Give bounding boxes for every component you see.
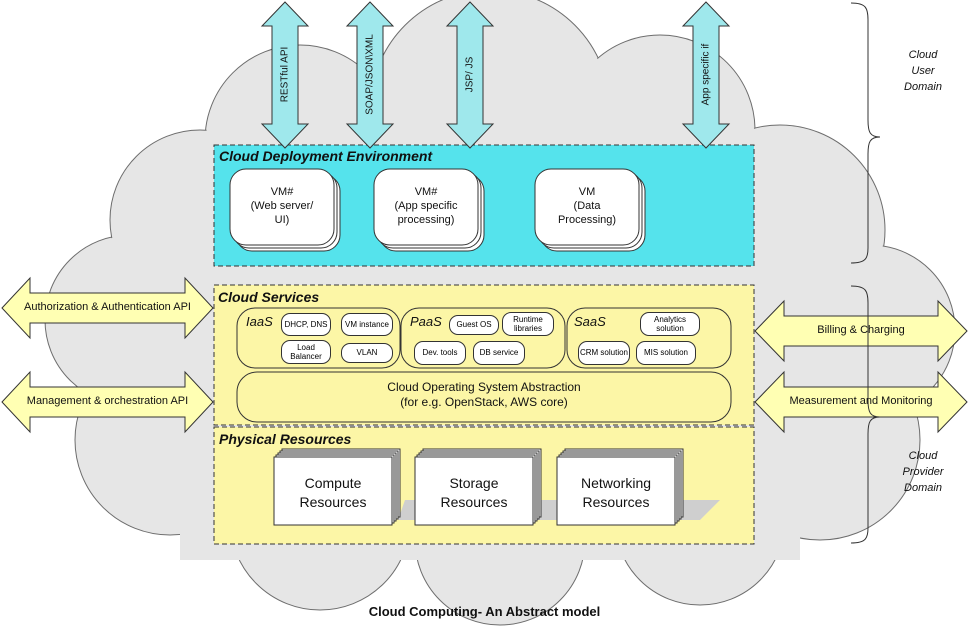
physical-title: Physical Resources (219, 431, 352, 447)
storage-stack (414, 448, 542, 526)
runtime-libraries-pill: Runtime libraries (502, 312, 554, 336)
right-arrows (754, 299, 968, 434)
jsp-js-label: JSP/ JS (464, 56, 476, 93)
vm-instance-pill: VM instance (341, 313, 393, 336)
provider-domain-brace (850, 285, 881, 544)
db-service-pill: DB service (473, 341, 525, 365)
networking-stack (556, 448, 684, 526)
dhcp-dns-pill: DHCP, DNS (281, 313, 331, 336)
left-arrows (1, 276, 214, 434)
monitoring-arrow (754, 370, 968, 434)
user-domain-brace (850, 2, 881, 264)
billing-arrow (754, 299, 968, 363)
load-balancer-pill: Load Balancer (281, 340, 331, 364)
auth-api-label: Authorization & Authentication API (24, 301, 191, 313)
os-abstraction-label: Cloud Operating System Abstraction(for e… (387, 380, 581, 409)
vm-box-3 (534, 168, 646, 252)
top-arrows (260, 1, 731, 149)
soap-json-arrow (345, 1, 395, 149)
diagram-caption: Cloud Computing- An Abstract model (368, 604, 601, 619)
soap-json-label: SOAP/JSON\XML (364, 34, 376, 115)
jsp-js-arrow (445, 1, 495, 149)
vlan-pill: VLAN (341, 343, 393, 363)
billing-label: Billing & Charging (817, 324, 905, 336)
app-specific-arrow (681, 1, 731, 149)
restful-api-arrow (260, 1, 310, 149)
vm-label-1: VM#(Web server/UI) (250, 186, 314, 226)
guest-os-pill: Guest OS (449, 315, 499, 335)
mgmt-api-arrow (1, 370, 214, 434)
analytics-pill: Analytics solution (640, 312, 700, 336)
monitoring-label: Measurement and Monitoring (789, 395, 933, 407)
saas-label: SaaS (574, 314, 606, 329)
deployment-title: Cloud Deployment Environment (219, 148, 433, 164)
iaas-label: IaaS (246, 314, 273, 329)
restful-api-label: RESTful API (279, 46, 291, 103)
auth-api-arrow (1, 276, 214, 340)
mgmt-api-label: Management & orchestration API (26, 395, 189, 407)
vm-box-2 (373, 168, 485, 252)
compute-stack (273, 448, 401, 526)
crm-pill: CRM solution (578, 341, 630, 365)
services-title: Cloud Services (218, 289, 320, 305)
dev-tools-pill: Dev. tools (414, 341, 466, 365)
app-specific-label: App specific if (700, 43, 712, 106)
os-abstraction-box (236, 371, 732, 423)
paas-label: PaaS (410, 314, 442, 329)
vm-box-1 (229, 168, 341, 252)
mis-pill: MIS solution (636, 341, 696, 365)
